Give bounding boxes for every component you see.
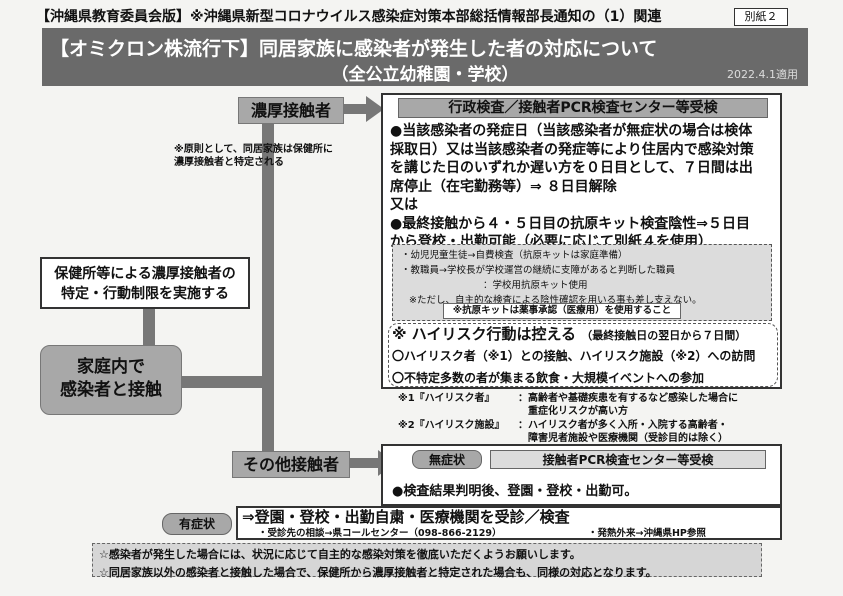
high-risk-title-main: ※ ハイリスク行動は控える [392,325,577,343]
definition-line: ：高齢者や基礎疾患を有するなど感染した場合に [518,393,738,404]
household-line: 感染者と接触 [60,380,162,400]
body-line: 又は [390,197,418,213]
note-line: ・教職員→学校長が学校運営の継続に支障があると判断した職員 [401,265,675,276]
household-contact-box: 家庭内で 感染者と接触 [40,345,182,415]
note-line: ・幼児児童生徒→自費検査（抗原キットは家庭準備） [401,250,628,261]
definition-key: ※1『ハイリスク者』 [398,393,495,404]
source-line: 【沖縄県教育委員会版】※沖縄県新型コロナウイルス感染症対策本部総括情報部長通知の… [36,9,662,25]
body-line: ●当該感染者の発症日（当該感染者が無症状の場合は検体 [390,123,753,139]
high-risk-line: 〇ハイリスク者（※1）との接触、ハイリスク施設（※2）への訪問 [392,349,756,363]
definition-text: ：高齢者や基礎疾患を有するなど感染した場合に 重症化リスクが高い方 [518,392,738,418]
footer-line: ☆感染者が発生した場合には、状況に応じて自主的な感染対策を徹底いただくようお願い… [99,548,581,561]
other-contact-result: ●検査結果判明後、登園・登校・出勤可。 [392,484,638,499]
note-line: ：学校用抗原キット使用 [483,280,588,291]
close-contact-body: ●当該感染者の発症日（当該感染者が無症状の場合は検体 採取日）又は当該感染者の発… [390,122,780,252]
definition-line: 重症化リスクが高い方 [528,406,628,417]
other-contact-label: その他接触者 [232,451,350,478]
close-contact-label: 濃厚接触者 [238,97,344,124]
footer-line: ☆同居家族以外の感染者と接触した場合で、保健所から濃厚接触者と特定された場合も、… [99,566,657,579]
principle-note: ※原則として、同居家族は保健所に 濃厚接触者と特定される [174,143,333,169]
antigen-kit-note: ※抗原キットは薬事承認（医療用）を使用すること [443,303,681,319]
principle-line: 濃厚接触者と特定される [174,157,284,168]
definition-text: ：ハイリスク者が多く入所・入院する高齢者・ 障害児者施設や医療機関（受診目的は除… [518,419,728,445]
health-center-line: 特定・行動制限を実施する [61,286,229,302]
effective-date: 2022.4.1適用 [727,68,798,81]
title-banner: 【オミクロン株流行下】同居家族に感染者が発生した者の対応について （全公立幼稚園… [42,28,808,86]
symptomatic-panel [236,506,782,540]
symptomatic-action: ⇒登園・登校・出勤自粛・医療機関を受診／検査 [242,508,570,526]
definition-line: ：ハイリスク者が多く入所・入院する高齢者・ [518,420,728,431]
body-line: 席停止（在宅勤務等）⇒ ８日目解除 [390,178,617,195]
definition-line: 障害児者施設や医療機関（受診目的は除く） [528,433,728,444]
call-center-info: ・受診先の相談→県コールセンター（098-866-2129） [258,528,502,539]
close-contact-panel-title: 行政検査／接触者PCR検査センター等受検 [398,98,768,118]
fever-clinic-info: ・発熱外来→沖縄県HP参照 [588,528,706,539]
other-contact-pcr-title: 接触者PCR検査センター等受検 [490,450,766,469]
high-risk-title: ※ ハイリスク行動は控える （最終接触日の翌日から７日間） [392,323,746,344]
footer-notes: ☆感染者が発生した場合には、状況に応じて自主的な感染対策を徹底いただくようお願い… [92,543,762,579]
household-line: 家庭内で [77,357,145,377]
symptomatic-label: 有症状 [162,513,232,535]
high-risk-title-period: （最終接触日の翌日から７日間） [581,329,747,342]
high-risk-line: 〇不特定多数の者が集まる飲食・大規模イベントへの参加 [392,371,705,385]
note-line: ※ただし、自主的な検査による陰性確認を用いる事も差し支えない。 [409,295,702,306]
principle-line: ※原則として、同居家族は保健所に [174,144,333,155]
page-title: 【オミクロン株流行下】同居家族に感染者が発生した者の対応について [50,38,658,60]
body-line: ●最終接触から４・５日目の抗原キット検査陰性⇒５日目 [390,215,750,232]
page-subtitle: （全公立幼稚園・学校） [331,65,519,85]
body-line: 採取日）又は当該感染者の発症等により住居内で感染対策 [390,141,754,158]
body-line: を講じた日のいずれか遅い方を０日目として、７日間は出 [390,160,753,176]
attachment-label: 別紙２ [734,8,788,26]
asymptomatic-label: 無症状 [412,450,482,469]
high-risk-box [388,323,778,387]
health-center-line: 保健所等による濃厚接触者の [54,266,236,282]
definition-key: ※2『ハイリスク施設』 [398,420,505,431]
health-center-box: 保健所等による濃厚接触者の 特定・行動制限を実施する [40,257,250,309]
